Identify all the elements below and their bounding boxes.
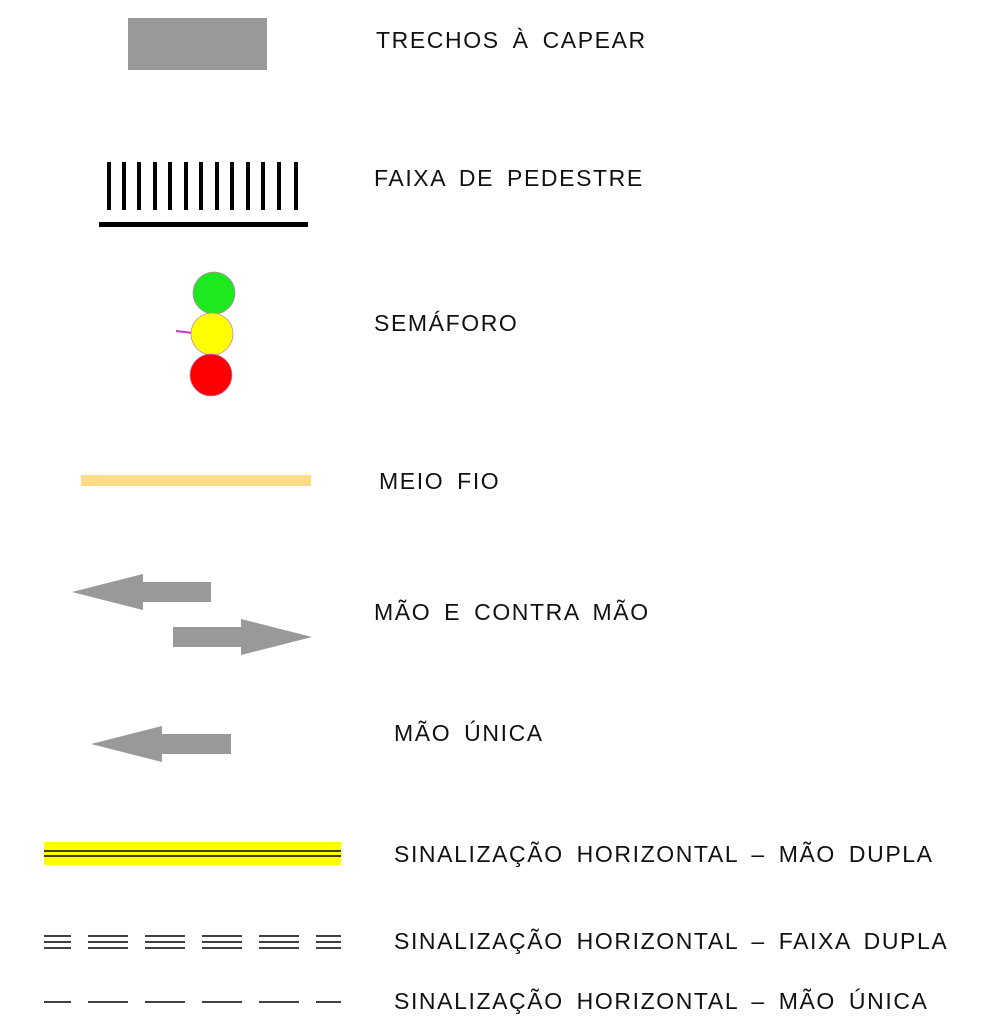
arrow-left-icon	[72, 574, 211, 610]
label-mao-unica: MÃO ÚNICA	[394, 720, 544, 746]
traffic-light-icon	[175, 271, 236, 397]
label-semaforo: SEMÁFORO	[374, 310, 519, 336]
label-faixa-de-pedestre: FAIXA DE PEDESTRE	[374, 165, 644, 191]
triple-dash-icon	[44, 935, 341, 949]
green-light-icon	[192, 271, 236, 315]
label-sinalizacao-faixa-dupla: SINALIZAÇÃO HORIZONTAL – FAIXA DUPLA	[394, 928, 949, 954]
label-mao-e-contra-mao: MÃO E CONTRA MÃO	[374, 599, 650, 625]
crosswalk-icon	[99, 162, 308, 227]
label-sinalizacao-mao-unica: SINALIZAÇÃO HORIZONTAL – MÃO ÚNICA	[394, 988, 929, 1014]
gray-rectangle-icon	[128, 18, 267, 70]
one-way-arrow-icon	[91, 726, 231, 762]
yellow-light-icon	[190, 312, 234, 356]
label-meio-fio: MEIO FIO	[379, 468, 501, 494]
label-trechos-a-capear: TRECHOS À CAPEAR	[376, 27, 647, 53]
arrow-right-icon	[173, 619, 312, 655]
double-line-yellow-icon	[44, 842, 341, 865]
two-way-arrows-icon	[72, 574, 312, 655]
curb-line-icon	[81, 475, 311, 486]
label-sinalizacao-mao-dupla: SINALIZAÇÃO HORIZONTAL – MÃO DUPLA	[394, 841, 934, 867]
red-light-icon	[189, 353, 233, 397]
